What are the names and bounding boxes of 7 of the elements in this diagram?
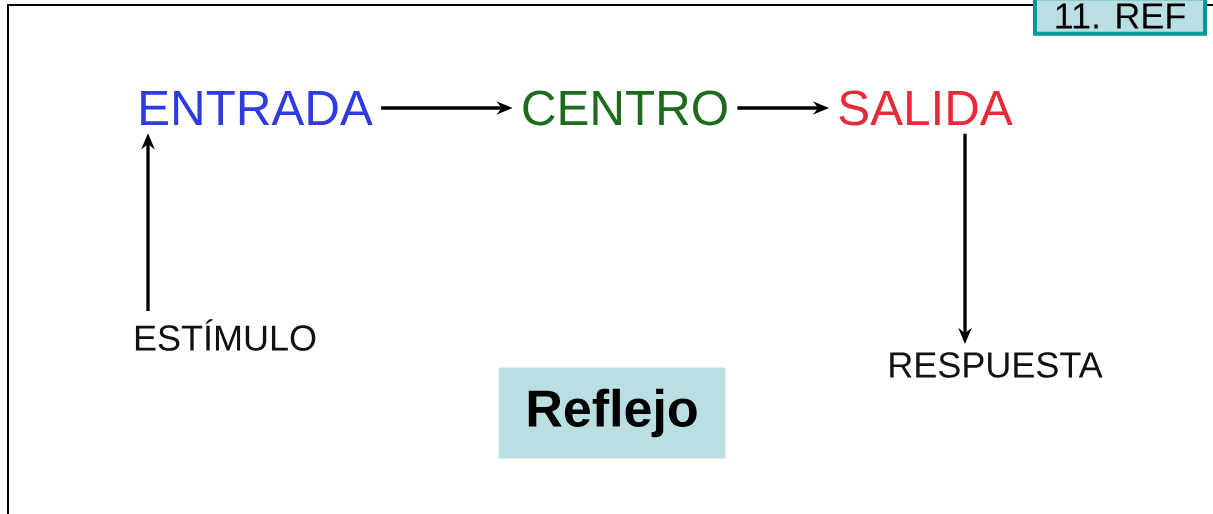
handwritten-word: CENTRO <box>523 90 727 126</box>
header-tab: 11. REF <box>1033 0 1208 36</box>
handwritten-word: SALIDA <box>839 90 1013 126</box>
handwritten-word: RESPUESTA <box>890 352 1103 378</box>
title-box: Reflejo <box>498 367 726 459</box>
handwritten-word: ESTÍMULO <box>135 319 316 351</box>
handwritten-word: ENTRADA <box>141 91 373 125</box>
